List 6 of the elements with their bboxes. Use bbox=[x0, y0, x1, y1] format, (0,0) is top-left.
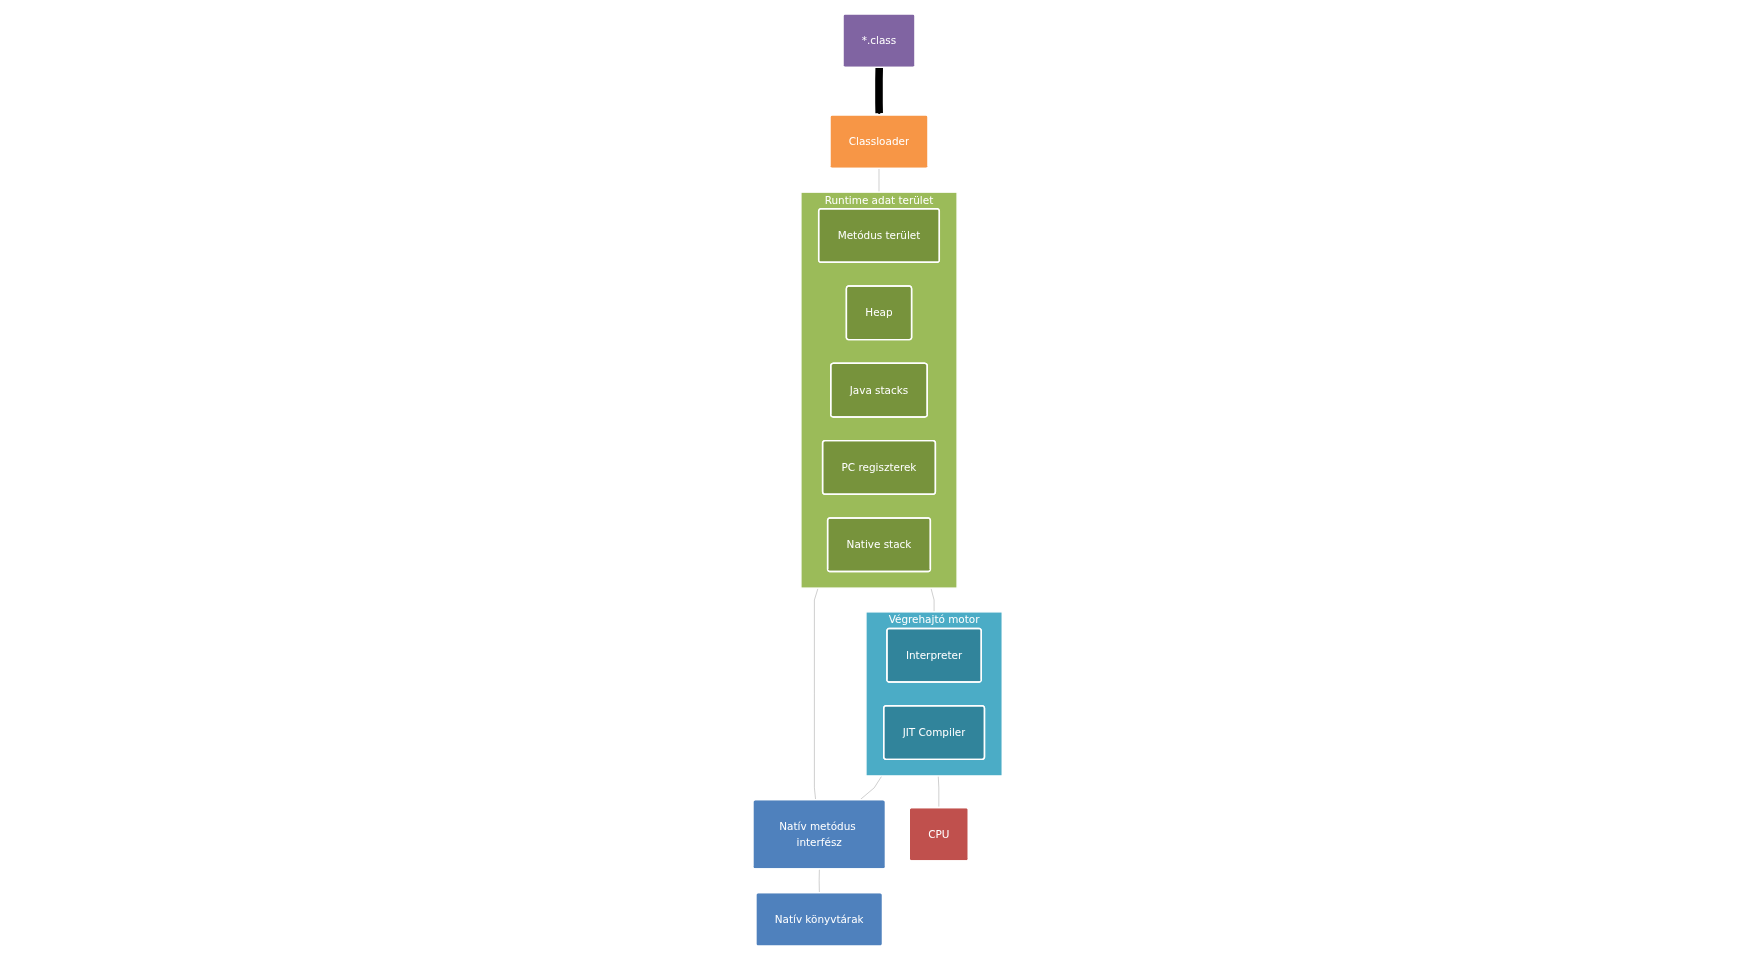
connector bbox=[814, 587, 819, 800]
connector bbox=[930, 587, 935, 613]
connector bbox=[938, 775, 940, 808]
arrow bbox=[875, 67, 884, 116]
connector bbox=[859, 775, 883, 800]
connector bbox=[818, 868, 820, 894]
